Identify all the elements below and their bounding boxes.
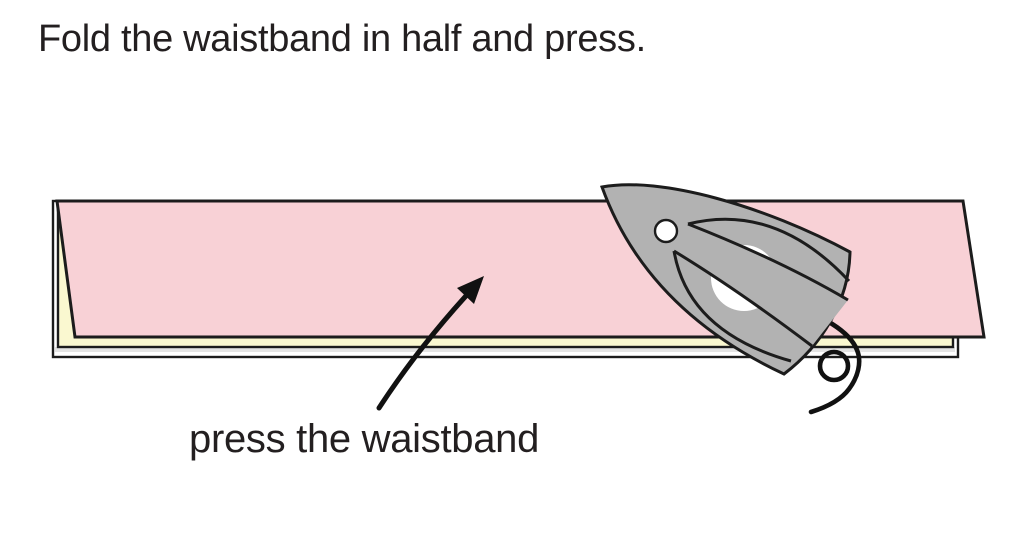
iron-handle-upper-opening [687, 217, 851, 283]
iron-dial-icon [653, 218, 679, 244]
iron-illustration [599, 183, 862, 415]
iron-handle-top-edge [687, 222, 849, 302]
instruction-title: Fold the waistband in half and press. [38, 18, 646, 60]
annotation-label: press the waistband [189, 417, 540, 461]
iron-handle-bottom-edge [673, 249, 813, 348]
pointer-arrow [376, 276, 484, 411]
fabric-shadow-strip [55, 347, 955, 352]
pointer-arrowhead [457, 276, 484, 304]
iron-handle-lower-opening [672, 250, 792, 363]
iron-cord-loop [817, 349, 851, 383]
pointer-arrow-shaft [376, 282, 479, 411]
iron-handle-grip [674, 224, 848, 346]
